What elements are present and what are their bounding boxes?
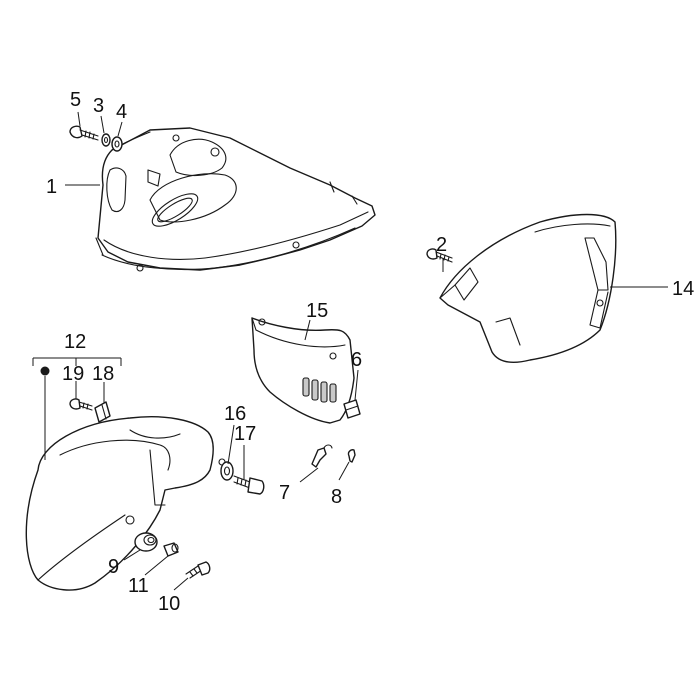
bolt-17-part bbox=[233, 475, 265, 495]
assembly-bullet-marker bbox=[40, 366, 50, 376]
callout-11: 11 bbox=[128, 575, 149, 597]
callout-8: 8 bbox=[331, 486, 342, 508]
callout-15: 15 bbox=[306, 300, 328, 322]
callout-5: 5 bbox=[70, 89, 81, 111]
screw-7-part bbox=[311, 444, 333, 468]
spacer-11-part bbox=[163, 542, 179, 557]
leader-lines bbox=[32, 111, 668, 591]
rear-mudguard-part bbox=[439, 213, 617, 364]
leader-10 bbox=[173, 577, 189, 591]
leader-15 bbox=[304, 319, 311, 341]
callout-16: 16 bbox=[224, 403, 246, 425]
callout-7: 7 bbox=[279, 482, 290, 504]
callout-4: 4 bbox=[116, 101, 127, 123]
leader-9 bbox=[123, 549, 141, 561]
bush-9-part bbox=[134, 532, 158, 552]
screw-5-part bbox=[69, 125, 99, 141]
callout-2: 2 bbox=[436, 234, 447, 256]
cover-plate-part bbox=[251, 317, 355, 424]
leader-7 bbox=[299, 467, 319, 483]
leader-4 bbox=[117, 121, 123, 137]
leader-16 bbox=[227, 424, 235, 465]
callout-labels: 1 2 3 4 5 6 7 8 9 10 11 12 14 15 16 17 1… bbox=[46, 89, 694, 615]
screw-8-part bbox=[347, 449, 356, 463]
callout-14: 14 bbox=[672, 278, 694, 300]
callout-18: 18 bbox=[92, 363, 114, 385]
callout-6: 6 bbox=[351, 349, 362, 371]
callout-3: 3 bbox=[93, 95, 104, 117]
callout-1: 1 bbox=[46, 176, 57, 198]
inner-shield-part bbox=[95, 127, 376, 272]
leader-3 bbox=[100, 115, 105, 134]
washer-4-part bbox=[111, 136, 123, 152]
screw-19-part bbox=[69, 398, 93, 411]
nut-clip-18-part bbox=[94, 401, 111, 423]
leader-12-bracket bbox=[32, 357, 122, 366]
callout-10: 10 bbox=[158, 593, 180, 615]
clip-6-part bbox=[343, 399, 361, 419]
washer-16-part bbox=[220, 461, 234, 481]
screw-2-part bbox=[426, 248, 453, 263]
callout-17: 17 bbox=[234, 423, 256, 445]
spring-washer-3-part bbox=[101, 133, 111, 147]
leader-11 bbox=[144, 555, 169, 576]
leader-8 bbox=[338, 461, 350, 481]
bolt-10-part bbox=[185, 561, 211, 579]
callout-12: 12 bbox=[64, 331, 86, 353]
leader-5 bbox=[77, 111, 81, 127]
callout-19: 19 bbox=[62, 363, 84, 385]
leader-6 bbox=[354, 369, 359, 401]
callout-9: 9 bbox=[108, 556, 119, 578]
front-mudguard-part bbox=[25, 416, 226, 591]
